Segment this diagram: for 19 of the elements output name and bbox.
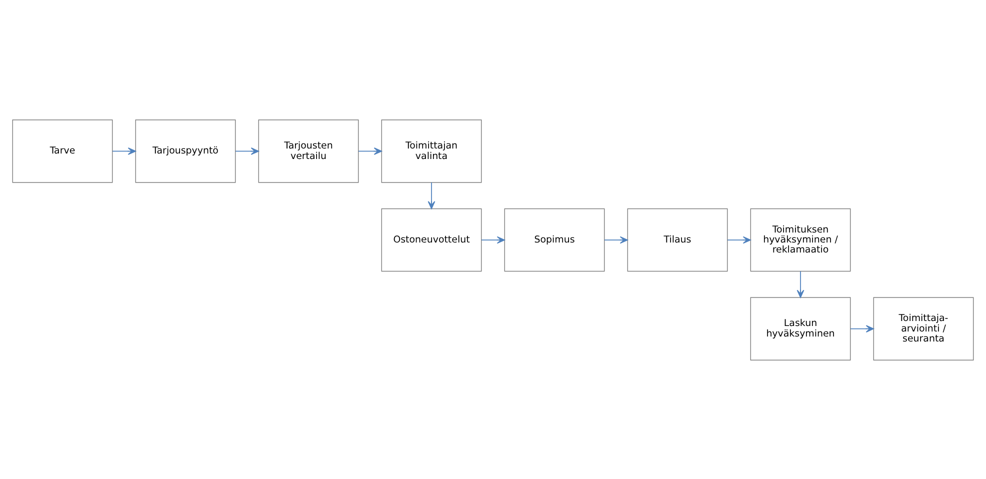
node-box: Toimituksen hyväksyminen / reklamaatio	[750, 208, 851, 272]
node-box: Toimittaja- arviointi / seuranta	[873, 296, 974, 360]
node-box: Tarjouspyyntö	[135, 119, 236, 182]
node-box: Tarve	[12, 119, 113, 182]
arrow	[112, 147, 136, 154]
arrow	[481, 236, 505, 244]
arrow	[796, 270, 804, 298]
node-box: Tilaus	[627, 208, 728, 272]
node-box: Toimittajan valinta	[381, 119, 482, 182]
node-box: Ostoneuvottelut	[381, 208, 482, 272]
node-box: Tarjousten vertailu	[258, 119, 359, 182]
node-box: Sopimus	[504, 208, 605, 272]
arrow	[850, 324, 874, 332]
arrow	[235, 147, 259, 154]
arrow	[604, 236, 628, 244]
arrow	[358, 147, 382, 154]
arrow	[428, 182, 436, 209]
arrow	[727, 236, 751, 244]
node-box: Laskun hyväksyminen	[750, 296, 851, 360]
